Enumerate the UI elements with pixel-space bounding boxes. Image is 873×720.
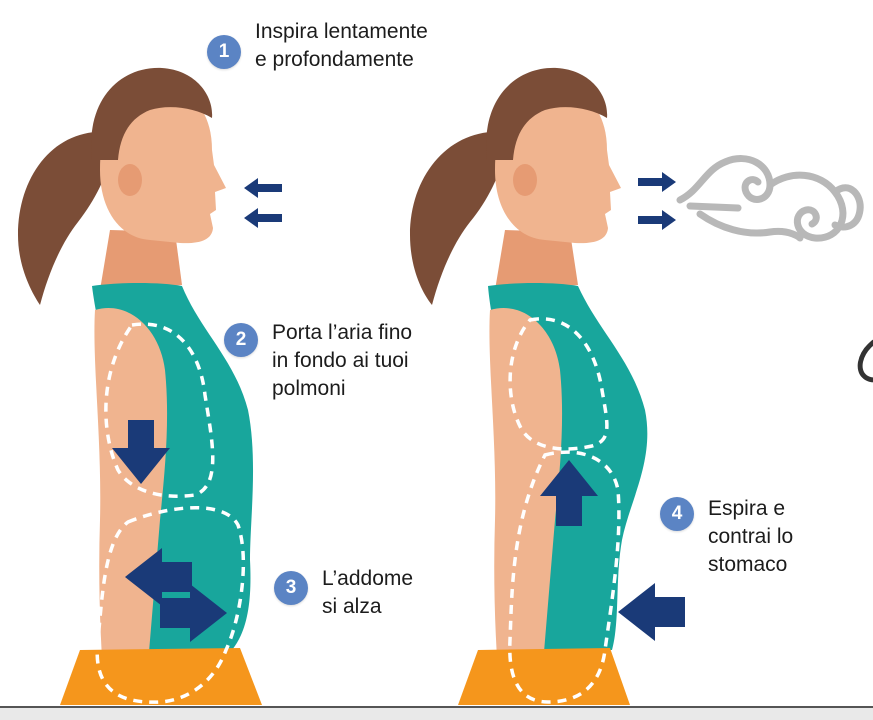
pants-left (60, 648, 262, 705)
figure-inhale (18, 67, 282, 705)
bottom-edge-bar (0, 706, 873, 720)
step-2-callout: 2 Porta l’aria fino in fondo ai tuoi pol… (224, 321, 412, 403)
arrow-right-icon (160, 584, 227, 642)
arrow-left-icon (125, 548, 192, 606)
inhale-arrow-icon (244, 208, 282, 228)
neck-right (495, 230, 578, 290)
ponytail-right (410, 131, 506, 305)
abdomen-outline-left (95, 506, 246, 704)
step-2-text: Porta l’aria fino in fondo ai tuoi polmo… (272, 321, 413, 400)
ponytail-left (18, 131, 112, 305)
step-1-callout: 1 Inspira lentamente e profondamente (207, 20, 428, 74)
head-left (100, 84, 226, 244)
step-1-text: Inspira lentamente e profondamente (255, 20, 428, 71)
breath-cloud-icon (676, 155, 864, 242)
figure-exhale (410, 67, 864, 705)
step-3-callout: 3 L’addome si alza (274, 567, 413, 621)
arrow-up-icon (540, 460, 598, 526)
step-2-badge: 2 (224, 323, 258, 357)
abdomen-outline-right (508, 450, 621, 704)
ear-right (513, 164, 537, 196)
exhale-arrow-icon (638, 172, 676, 192)
lung-outline-right (508, 317, 609, 451)
hair-right (486, 67, 608, 160)
step-4-badge: 4 (660, 497, 694, 531)
neck-left (100, 230, 182, 290)
arm-right (489, 308, 563, 700)
step-4-text: Espira e contrai lo stomaco (708, 497, 794, 576)
inhale-arrow-icon (244, 178, 282, 198)
pants-right (458, 648, 630, 705)
arrow-left-icon (618, 583, 685, 641)
step-3-badge: 3 (274, 571, 308, 605)
arrow-down-icon (112, 420, 170, 484)
head-right (495, 84, 621, 244)
step-3-text: L’addome si alza (322, 567, 414, 618)
exhale-arrow-icon (638, 210, 676, 230)
step-1-badge: 1 (207, 35, 241, 69)
arm-left (94, 308, 168, 700)
step-4-callout: 4 Espira e contrai lo stomaco (660, 497, 793, 579)
ear-left (118, 164, 142, 196)
hair-left (91, 67, 213, 160)
